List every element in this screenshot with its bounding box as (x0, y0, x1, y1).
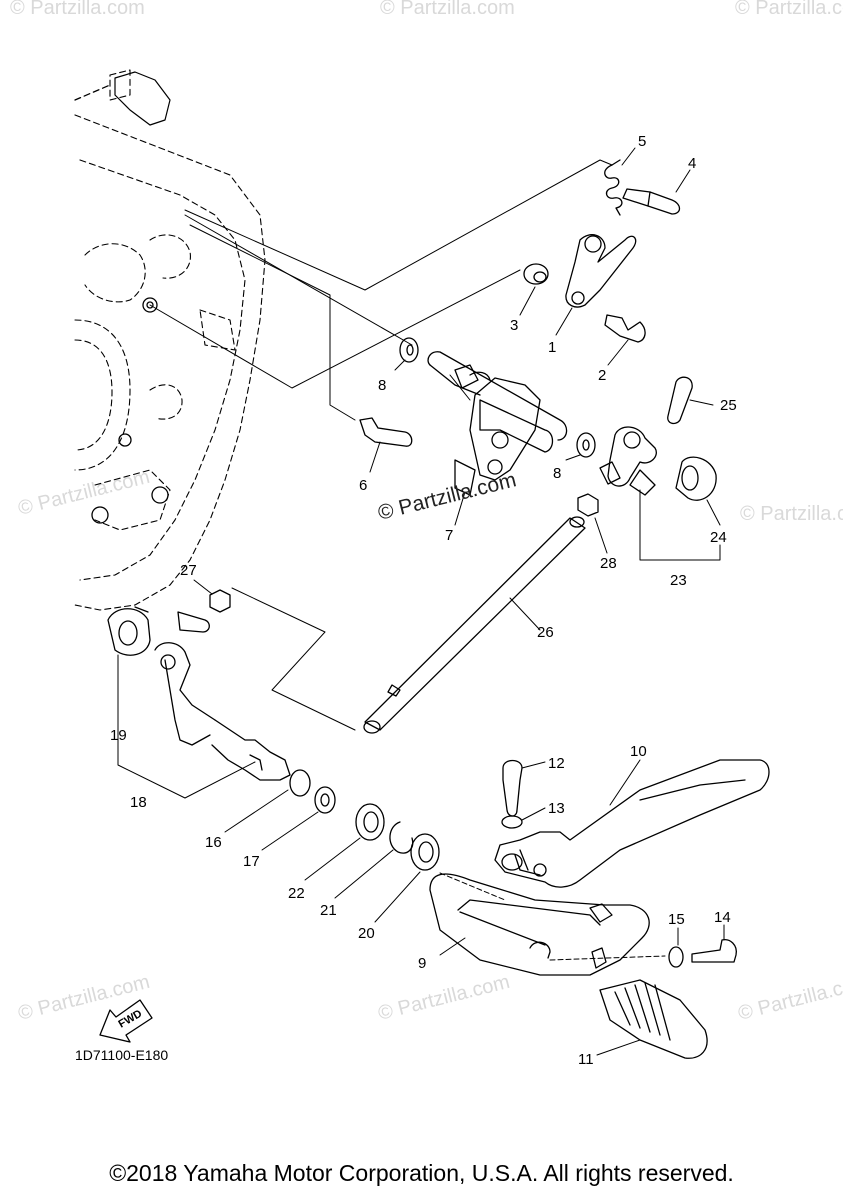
watermark-top-center: © Partzilla.com (380, 0, 515, 19)
partzilla-watermark: © Partzilla.com (376, 468, 519, 525)
copyright-notice: ©2018 Yamaha Motor Corporation, U.S.A. A… (109, 1160, 734, 1186)
assembly-guide-lines (149, 159, 613, 731)
part-15-washer (668, 946, 684, 968)
part-17-washer (314, 786, 336, 814)
part-26-shift-rod (363, 516, 586, 734)
part-22-washer (355, 803, 385, 841)
crankcase-housing (74, 69, 266, 611)
shift-shaft-assembly (427, 351, 568, 496)
crankcase-bolt-hole-5 (118, 433, 132, 447)
part-1-stopper-lever (565, 234, 637, 308)
part-10-shift-pedal (494, 759, 770, 888)
callout-20: 20 (358, 925, 375, 942)
callout-24: 24 (710, 529, 727, 546)
callout-6: 6 (359, 477, 367, 494)
watermark-bottom-center: © Partzilla.com (376, 971, 512, 1025)
part-18-shift-lever (154, 611, 291, 781)
callout-23: 23 (670, 572, 687, 589)
callout-10: 10 (630, 743, 647, 760)
callout-22: 22 (288, 885, 305, 902)
part-11-pedal-rubber (599, 979, 708, 1059)
pedal-assembly-guide (439, 872, 666, 961)
watermark-mid-right: © Partzilla.com (740, 503, 843, 525)
part-9-heel-pedal (429, 873, 650, 976)
leader-lines (117, 147, 725, 1056)
part-2-bolt (604, 314, 646, 343)
callout-9: 9 (418, 955, 426, 972)
crankcase-bolt-hole-3 (151, 486, 169, 504)
callout-1: 1 (548, 339, 556, 356)
part-8-washer-upper (399, 337, 419, 363)
callout-21: 21 (320, 902, 337, 919)
callout-25: 25 (720, 397, 737, 414)
callout-8-lower: 8 (553, 465, 561, 482)
watermark-bottom-right: © Partzilla.com (736, 971, 843, 1025)
callout-27: 27 (180, 562, 197, 579)
crankcase-bolt-hole-1 (142, 297, 158, 313)
part-13-washer (501, 815, 523, 829)
callout-2: 2 (598, 367, 606, 384)
part-14-bolt (691, 939, 737, 963)
callout-7: 7 (445, 527, 453, 544)
crankcase-bolt-hole-2 (146, 301, 154, 309)
callout-16: 16 (205, 834, 222, 851)
callout-28: 28 (600, 555, 617, 572)
part-20-bushing (410, 833, 440, 871)
callout-11: 11 (578, 1051, 594, 1068)
watermark-mid-left: © Partzilla.com (16, 466, 152, 520)
part-21-circlip (389, 821, 414, 854)
crankcase-edge (74, 84, 111, 101)
watermark-top-right: © Partzilla.com (735, 0, 843, 19)
crankcase-boss (114, 71, 171, 126)
callout-15: 15 (668, 911, 685, 928)
part-3-collar (523, 263, 549, 285)
diagram-code: 1D71100-E180 (75, 1047, 168, 1063)
part-25-bolt (667, 376, 693, 425)
part-12-bolt (502, 759, 523, 817)
callout-18: 18 (130, 794, 147, 811)
forward-arrow-icon: FWD (99, 999, 153, 1043)
part-24-rod-end (675, 456, 717, 501)
part-19-rod-end (107, 606, 151, 656)
callout-8-upper: 8 (378, 377, 386, 394)
callout-5: 5 (638, 133, 646, 150)
crankcase-bolt-hole-4 (91, 506, 109, 524)
part-27-nut (209, 589, 231, 613)
callout-19: 19 (110, 727, 127, 744)
callout-17: 17 (243, 853, 260, 870)
callout-4: 4 (688, 155, 696, 172)
callout-3: 3 (510, 317, 518, 334)
callout-12: 12 (548, 755, 565, 772)
part-5-spring (604, 159, 623, 216)
callout-14: 14 (714, 909, 731, 926)
part-28-nut (577, 493, 599, 517)
part-6-bolt (359, 417, 413, 447)
part-8-washer-lower (576, 432, 596, 458)
part-23-joint-assembly (599, 426, 657, 496)
callout-13: 13 (548, 800, 565, 817)
watermark-top-left: © Partzilla.com (10, 0, 145, 19)
callout-26: 26 (537, 624, 554, 641)
part-16-circlip (289, 769, 311, 797)
part-4-bolt (622, 188, 681, 215)
